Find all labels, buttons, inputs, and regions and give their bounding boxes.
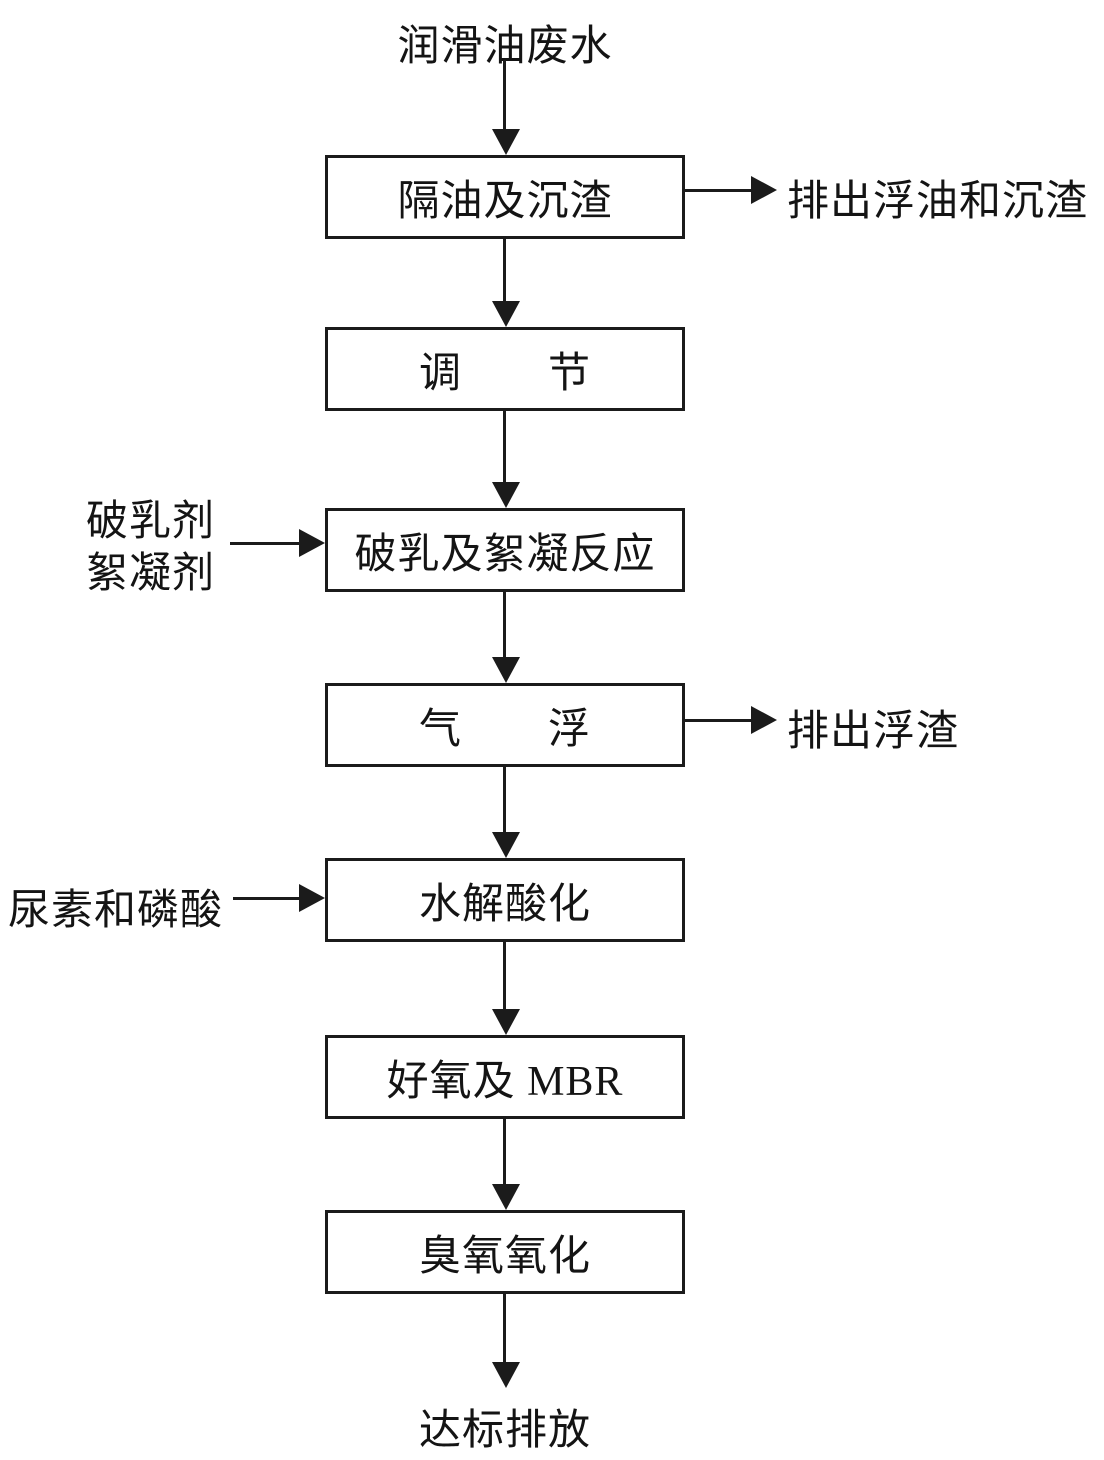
flow-box-regulation: 调 节 (325, 327, 685, 411)
arrow-down-oil-separation-to-regulation (492, 239, 520, 327)
arrow-right-discharge-oil-sediment (685, 176, 777, 204)
flow-box-hydrolysis-acidification: 水解酸化 (325, 858, 685, 942)
box-label: 调 节 (418, 350, 591, 397)
sink-label: 达标排放 (418, 1408, 591, 1454)
box-label: 臭氧氧化 (418, 1233, 591, 1280)
arrow-down-hydrolysis-to-aerobic (492, 942, 520, 1035)
arrow-right-discharge-scum (685, 706, 777, 734)
arrow-right-urea-into-box (233, 884, 325, 912)
arrow-right-demulsifier-into-box (230, 529, 325, 557)
flow-box-oil-separation: 隔油及沉渣 (325, 155, 685, 239)
flow-box-ozone-oxidation: 臭氧氧化 (325, 1210, 685, 1294)
box-label: 水解酸化 (418, 881, 591, 928)
box-label: 气 浮 (418, 706, 591, 753)
flow-box-aerobic-mbr: 好氧及 MBR (325, 1035, 685, 1119)
input-label-urea-phosphoric-acid: 尿素和磷酸 (8, 888, 224, 934)
box-label: 隔油及沉渣 (397, 178, 613, 225)
flow-box-air-flotation: 气 浮 (325, 683, 685, 767)
arrow-down-regulation-to-demulsification (492, 411, 520, 508)
arrow-down-aerobic-to-ozone (492, 1119, 520, 1210)
arrow-down-ozone-to-discharge (492, 1294, 520, 1388)
input-label-demulsifier-flocculant: 破乳剂 絮凝剂 (86, 499, 216, 597)
output-label-scum: 排出浮渣 (787, 709, 960, 755)
flow-box-demulsification-flocculation: 破乳及絮凝反应 (325, 508, 685, 592)
output-label-floating-oil-sediment: 排出浮油和沉渣 (787, 179, 1089, 225)
arrow-down-source-to-oil-separation (492, 60, 520, 155)
arrow-down-flotation-to-hydrolysis (492, 767, 520, 858)
box-label: 破乳及絮凝反应 (354, 531, 656, 578)
box-label: 好氧及 MBR (386, 1058, 624, 1105)
arrow-down-demulsification-to-flotation (492, 592, 520, 683)
